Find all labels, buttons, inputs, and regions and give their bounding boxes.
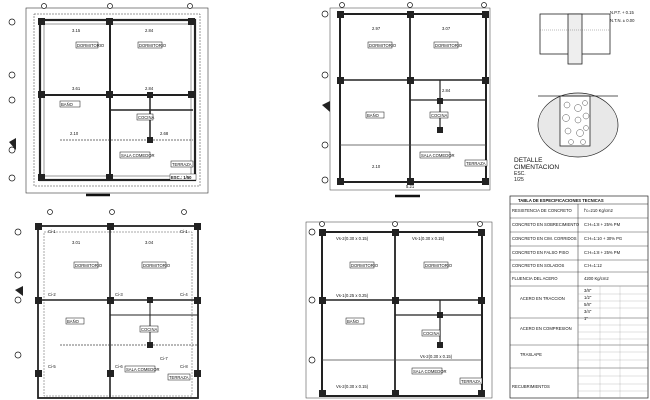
svg-text:Vs-1(0.25 x 0.25): Vs-1(0.25 x 0.25) [336,293,369,298]
svg-text:RECUBRIMIENTOS: RECUBRIMIENTOS [512,384,550,389]
scale-label: ESC.: 1/50 [171,175,192,180]
svg-text:SALA COMEDOR: SALA COMEDOR [126,367,160,372]
svg-text:CONCRETO EN SOBRECIMIENTO: CONCRETO EN SOBRECIMIENTO [512,222,580,227]
svg-text:SALA COMEDOR: SALA COMEDOR [413,369,447,374]
svg-text:DORMITORIO: DORMITORIO [351,263,379,268]
svg-text:3.07: 3.07 [442,26,451,31]
svg-text:5.21: 5.21 [406,184,415,189]
room-label: DORMITORIO [139,43,167,48]
svg-text:3/8": 3/8" [584,288,592,293]
svg-text:Ci-5: Ci-5 [48,364,56,369]
svg-text:3.04: 3.04 [145,240,154,245]
svg-text:CONCRETO EN CIM. CORRIDOS: CONCRETO EN CIM. CORRIDOS [512,236,577,241]
svg-text:DORMITORIO: DORMITORIO [425,263,453,268]
svg-text:DORMITORIO: DORMITORIO [435,43,463,48]
svg-text:1/25: 1/25 [514,177,524,183]
svg-text:2.68: 2.68 [160,131,169,136]
plan-bottom-mid: Vs-2(0.30 x 0.15) Vs-1(0.30 x 0.15) Vs-1… [305,221,493,399]
svg-text:Ci-7: Ci-7 [160,356,168,361]
svg-text:Ci-2: Ci-2 [48,292,56,297]
svg-text:COCINA: COCINA [423,331,439,336]
svg-text:1": 1" [584,316,588,321]
room-label: COCINA [138,115,154,120]
svg-text:3.15: 3.15 [72,28,81,33]
detail-title: DETALLE [514,157,543,164]
svg-text:DORMITORIO: DORMITORIO [369,43,397,48]
svg-text:Ci-1: Ci-1 [48,229,56,234]
svg-text:SALA COMEDOR: SALA COMEDOR [421,153,455,158]
svg-text:ACERO EN TRACCION: ACERO EN TRACCION [520,296,565,301]
svg-text:BAÑO: BAÑO [67,319,80,324]
svg-text:COCINA: COCINA [141,327,157,332]
svg-text:Vs-2(0.30 x 0.15): Vs-2(0.30 x 0.15) [420,354,453,359]
svg-text:2.84: 2.84 [442,88,451,93]
svg-text:N.P.T. + 0.15: N.P.T. + 0.15 [610,10,634,15]
svg-text:BAÑO: BAÑO [347,319,360,324]
plan-top-left: DORMITORIO DORMITORIO BAÑO COCINA SALA C… [8,3,209,197]
svg-text:BAÑO: BAÑO [367,113,380,118]
svg-text:DORMITORIO: DORMITORIO [143,263,171,268]
spec-table: TABLA DE ESPECIFICACIONES TECNICAS RESIS… [509,195,649,399]
svg-text:4200 Kg/cm2: 4200 Kg/cm2 [584,276,609,281]
svg-text:1/2": 1/2" [584,295,592,300]
svg-text:2.97: 2.97 [372,26,381,31]
svg-text:C:H=1:12: C:H=1:12 [584,263,602,268]
svg-text:3.01: 3.01 [72,240,81,245]
svg-text:FLUENCIA DEL ACERO: FLUENCIA DEL ACERO [512,276,558,281]
svg-text:Vs-1(0.30 x 0.15): Vs-1(0.30 x 0.15) [412,236,445,241]
svg-text:CONCRETO EN SOLADOS: CONCRETO EN SOLADOS [512,263,564,268]
svg-text:3/4": 3/4" [584,309,592,314]
svg-text:TERRAZA: TERRAZA [466,161,486,166]
svg-text:ESC.: ESC. [514,171,526,177]
svg-text:5/8": 5/8" [584,302,592,307]
svg-text:Ci-6: Ci-6 [115,364,123,369]
svg-text:f'c=210 Kg/cm2: f'c=210 Kg/cm2 [584,208,614,213]
svg-text:TERRAZA: TERRAZA [169,375,189,380]
svg-text:C:H=1:8 + 25% PM: C:H=1:8 + 25% PM [584,250,621,255]
plan-bottom-left: DORMITORIO DORMITORIO BAÑO COCINA SALA C… [14,209,201,399]
svg-text:RESISTENCIA DE CONCRETO: RESISTENCIA DE CONCRETO [512,208,572,213]
svg-text:Vs-2(0.30 x 0.15): Vs-2(0.30 x 0.15) [336,236,369,241]
svg-text:Vs-2(0.30 x 0.15): Vs-2(0.30 x 0.15) [336,384,369,389]
svg-text:DORMITORIO: DORMITORIO [75,263,103,268]
svg-text:Ci-1: Ci-1 [180,229,188,234]
svg-text:3.61: 3.61 [72,86,81,91]
svg-text:COCINA: COCINA [431,113,447,118]
svg-text:Ci-8: Ci-8 [180,364,188,369]
room-label: TERRAZA [172,162,192,167]
svg-text:C:H=1:8 + 25% PM: C:H=1:8 + 25% PM [584,222,621,227]
plan-top-mid: DORMITORIO DORMITORIO BAÑO COCINA SALA C… [321,2,491,198]
foundation-detail: N.P.T. + 0.15 N.T.N. ± 0.00 DETALLE CIME… [514,10,635,183]
svg-text:TERRAZA: TERRAZA [461,379,481,384]
svg-text:2.10: 2.10 [372,164,381,169]
room-label: SALA COMEDOR [121,153,155,158]
svg-text:ACERO EN COMPRESION: ACERO EN COMPRESION [520,326,572,331]
svg-text:2.84: 2.84 [145,28,154,33]
room-label: BAÑO [61,102,74,107]
spec-table-title: TABLA DE ESPECIFICACIONES TECNICAS [518,198,604,203]
svg-text:TRASLAPE: TRASLAPE [520,352,542,357]
svg-text:Ci-4: Ci-4 [180,292,188,297]
svg-text:N.T.N. ± 0.00: N.T.N. ± 0.00 [610,18,635,23]
svg-text:CONCRETO EN FALSO PISO: CONCRETO EN FALSO PISO [512,250,569,255]
svg-text:2.84: 2.84 [145,86,154,91]
svg-text:2.10: 2.10 [70,131,79,136]
detail-subtitle: CIMENTACION [514,164,559,171]
room-label: DORMITORIO [77,43,105,48]
svg-text:C:H=1:10 + 30% PG: C:H=1:10 + 30% PG [584,236,622,241]
svg-text:Ci-3: Ci-3 [115,292,123,297]
room-labels-tl: DORMITORIO DORMITORIO BAÑO COCINA SALA C… [59,41,194,168]
